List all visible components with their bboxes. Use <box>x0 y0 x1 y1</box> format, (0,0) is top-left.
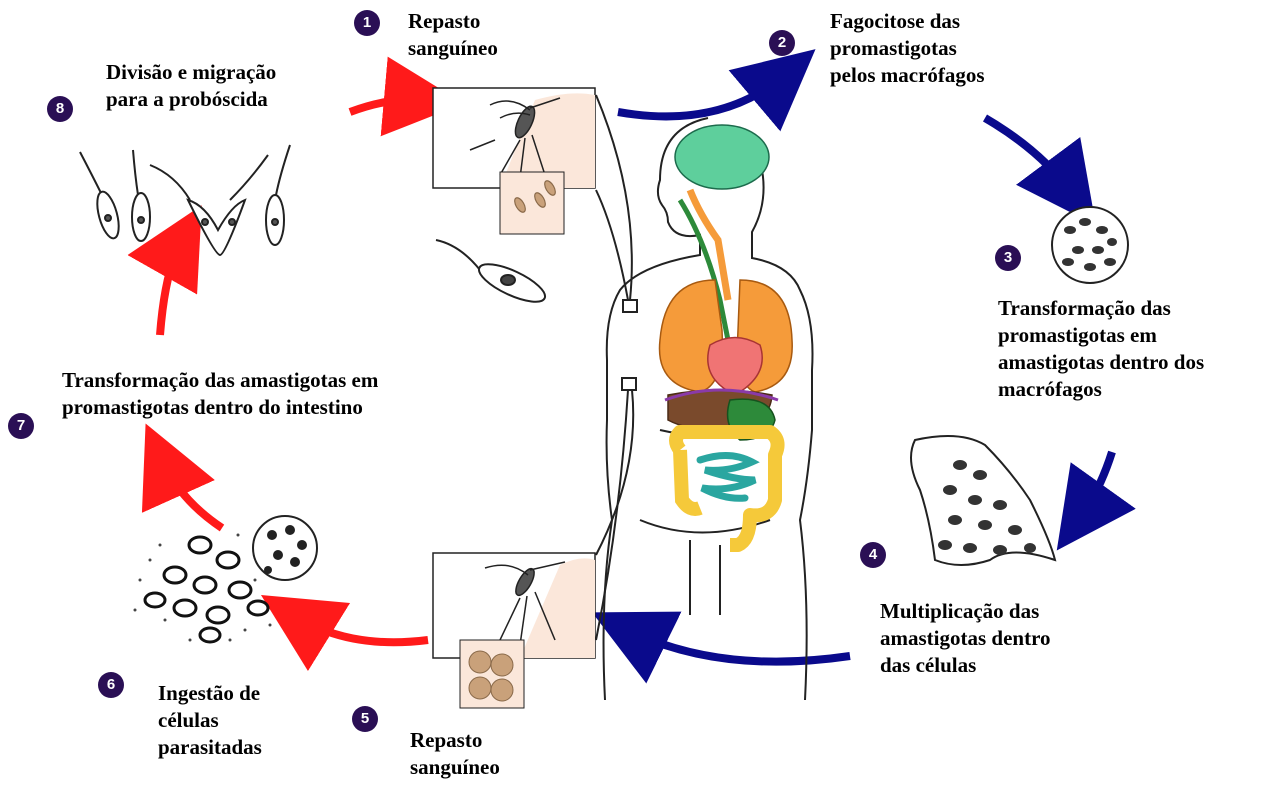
step-badge-5: 5 <box>352 706 378 732</box>
dividing-promastigotes-icon <box>80 145 290 255</box>
brain <box>675 125 769 189</box>
step-label-5: Repasto sanguíneo <box>410 727 500 781</box>
arrow-3-to-4 <box>1080 452 1112 518</box>
step-badge-4: 4 <box>860 542 886 568</box>
skin-panel-bottom <box>433 553 595 708</box>
step-label-4: Multiplicação das amastigotas dentro das… <box>880 598 1051 679</box>
internal-organs <box>660 125 793 545</box>
step-label-2: Fagocitose das promastigotas pelos macró… <box>830 8 985 89</box>
amastigote-multiplication-icon <box>911 436 1055 565</box>
arrow-6-to-7 <box>162 460 222 528</box>
promastigote-icon <box>436 240 550 309</box>
skin-panel-top <box>433 88 595 234</box>
step-label-8: Divisão e migração para a probóscida <box>106 59 276 113</box>
arrow-1-to-2 <box>618 75 785 116</box>
step-label-6: Ingestão de células parasitadas <box>158 680 262 761</box>
ingested-parasitized-cells-icon <box>134 516 318 642</box>
step-badge-3: 3 <box>995 245 1021 271</box>
arrow-2-to-3 <box>985 118 1072 193</box>
arrow-4-to-5 <box>628 630 850 662</box>
step-badge-8: 8 <box>47 96 73 122</box>
step-badge-6: 6 <box>98 672 124 698</box>
small-intestine <box>700 455 755 498</box>
infected-macrophage-icon <box>1052 207 1128 283</box>
step-label-7: Transformação das amastigotas em promast… <box>62 367 378 421</box>
arrow-7-to-8 <box>160 240 182 335</box>
arrow-5-to-6 <box>295 616 428 642</box>
step-badge-1: 1 <box>354 10 380 36</box>
step-label-1: Repasto sanguíneo <box>408 8 498 62</box>
step-badge-7: 7 <box>8 413 34 439</box>
step-label-3: Transformação das promastigotas em amast… <box>998 295 1204 403</box>
step-badge-2: 2 <box>769 30 795 56</box>
arrow-8-to-1 <box>350 100 424 113</box>
